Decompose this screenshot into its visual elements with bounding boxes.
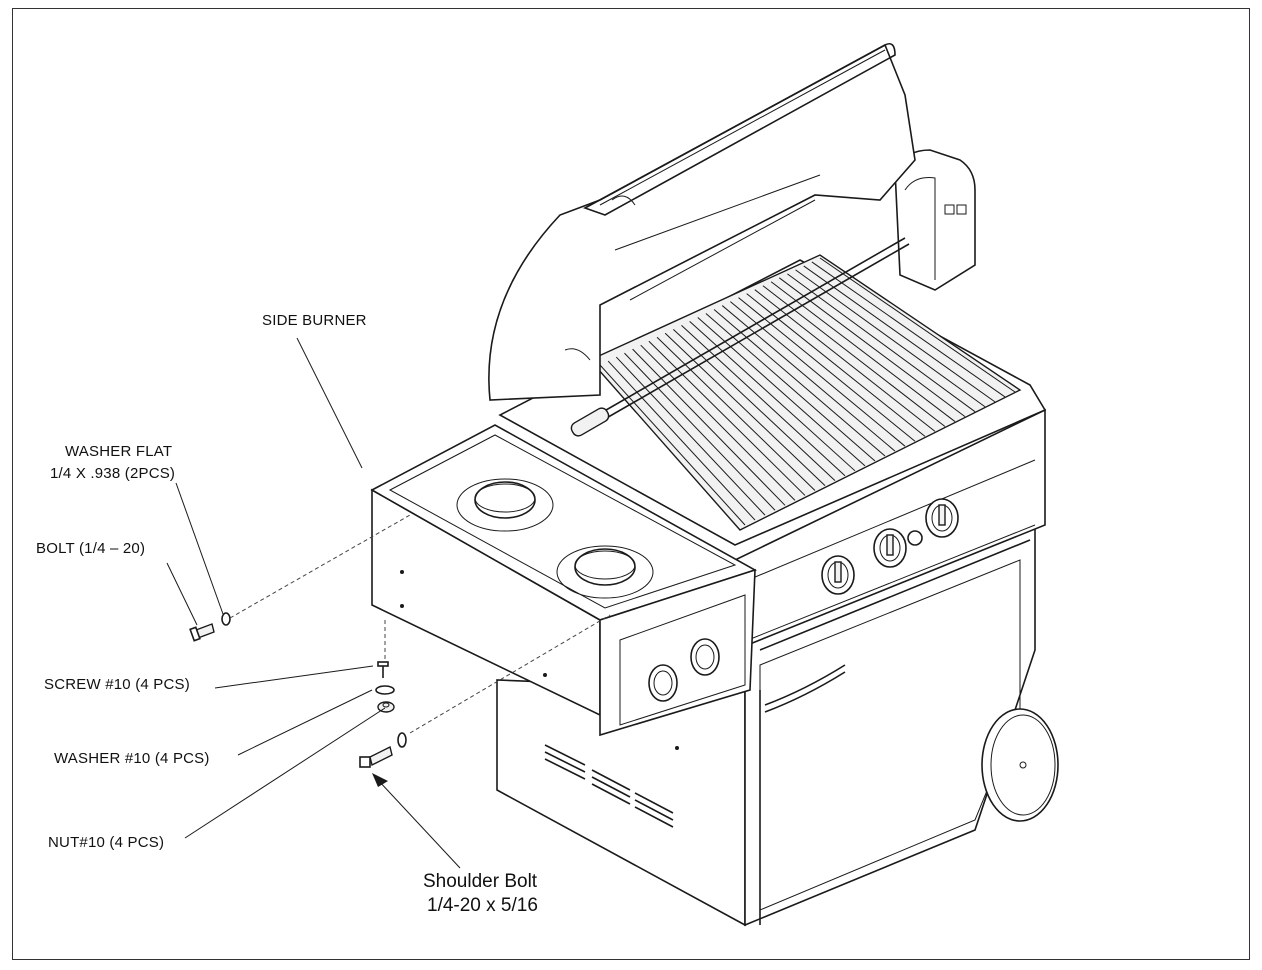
grate-bar xyxy=(632,348,786,506)
grate-bar xyxy=(803,265,996,403)
washer-flat-part xyxy=(221,612,231,626)
grate-bar xyxy=(599,364,746,526)
label-screw: SCREW #10 (4 PCS) xyxy=(44,676,190,693)
grill-lid xyxy=(488,42,916,401)
assembly-dashed-lines xyxy=(229,514,611,734)
grate-bar xyxy=(607,360,756,521)
label-washer10: WASHER #10 (4 PCS) xyxy=(54,750,210,767)
hardware xyxy=(189,612,407,768)
control-knobs xyxy=(821,498,959,595)
washer10-part xyxy=(375,685,395,695)
grate-bar xyxy=(754,289,936,432)
label-side-burner: SIDE BURNER xyxy=(262,312,367,329)
grate-bar xyxy=(615,356,766,516)
shoulder-bolt-part xyxy=(359,732,407,768)
grate-bar xyxy=(738,297,916,442)
grate-bar xyxy=(762,285,946,427)
side-burner xyxy=(370,424,757,737)
grate-bar xyxy=(721,305,896,452)
grate-bar xyxy=(648,340,806,496)
cart-wheel xyxy=(981,708,1059,822)
rotisserie-spit xyxy=(570,237,910,437)
grate-bar xyxy=(640,344,796,501)
label-washer-flat-line1: WASHER FLAT xyxy=(65,443,173,460)
label-washer-flat-line2: 1/4 X .938 (2PCS) xyxy=(50,465,176,482)
cooking-grate xyxy=(498,254,1047,546)
grate-bar xyxy=(819,257,1016,393)
grate-bar xyxy=(624,352,776,511)
grate-bar xyxy=(656,336,816,491)
label-shoulder-bolt-line1: Shoulder Bolt xyxy=(423,871,538,892)
label-bolt: BOLT (1/4 – 20) xyxy=(36,540,146,557)
grate-bar xyxy=(746,293,926,437)
grate-bar xyxy=(713,309,886,457)
label-nut: NUT#10 (4 PCS) xyxy=(48,834,165,851)
grate-bar xyxy=(730,301,906,447)
screw-part xyxy=(377,661,389,678)
label-shoulder-bolt-line2: 1/4-20 x 5/16 xyxy=(427,895,538,916)
grate-bar xyxy=(664,332,826,486)
rotisserie-motor xyxy=(894,149,976,291)
grate-bar xyxy=(697,317,866,467)
grate-bar xyxy=(705,313,876,462)
grate-bar xyxy=(672,328,836,482)
leader-lines xyxy=(166,337,461,869)
bolt-part xyxy=(189,623,215,642)
grate-bar xyxy=(795,269,986,408)
diagram-frame xyxy=(12,8,1250,960)
grate-bar xyxy=(811,261,1006,398)
